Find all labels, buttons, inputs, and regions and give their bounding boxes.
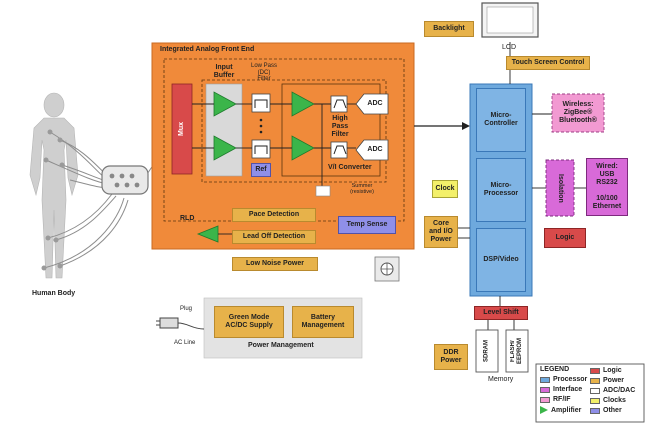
sdram-label: SDRAM xyxy=(483,340,490,362)
legend-item-adcdac: ADC/DAC xyxy=(590,387,635,394)
afe-signal-lines xyxy=(192,103,356,190)
input-buffer-label: Input Buffer xyxy=(213,63,235,79)
ref-block: Ref xyxy=(251,163,271,177)
legend-swatch-interface xyxy=(540,386,550,393)
amplifier-triangle-icon xyxy=(540,406,548,414)
afe-title: Integrated Analog Front End xyxy=(160,46,255,53)
battery-management-block: Battery Management xyxy=(292,306,354,338)
legend-swatch-other xyxy=(590,407,600,414)
human-body-label: Human Body xyxy=(32,290,76,297)
legend-item-clocks: Clocks xyxy=(590,397,626,404)
green-mode-supply-block: Green Mode AC/DC Supply xyxy=(214,306,284,338)
legend-item-rfif: RF/IF xyxy=(540,396,571,403)
signal-chain-boundary xyxy=(201,79,387,183)
lead-connector xyxy=(101,165,149,195)
ddr-power-block: DDR Power xyxy=(434,344,468,370)
temp-sense-block: Temp Sense xyxy=(338,216,396,234)
legend-swatch-clocks xyxy=(590,397,600,404)
lcd-icon xyxy=(481,2,539,38)
legend-item-power: Power xyxy=(590,377,624,384)
plug-label: Plug xyxy=(180,306,193,312)
legend-swatch-rfif xyxy=(540,396,550,403)
mux-label: Mux xyxy=(177,122,185,136)
adc-shape-top xyxy=(355,93,389,115)
legend-item-processor: Processor xyxy=(540,376,587,383)
low-pass-filter-bottom xyxy=(251,139,271,159)
electrodes xyxy=(41,129,65,271)
legend-swatch-logic xyxy=(590,367,600,374)
wireless-label: Wireless: ZigBee® Bluetooth® xyxy=(559,100,597,125)
ac-line-label: AC Line xyxy=(174,340,196,346)
channel-ellipsis xyxy=(259,118,263,134)
backlight-block: Backlight xyxy=(424,21,474,37)
flash-eeprom-label: FLASH/ EEPROM xyxy=(510,338,523,365)
low-pass-label: Low Pass (DC) Filter xyxy=(250,62,277,83)
wired-interface-block: Wired: USB RS232 10/100 Ethernet xyxy=(586,158,628,216)
isolation-block xyxy=(545,159,575,217)
lcd-label: LCD xyxy=(502,44,517,51)
legend-swatch-processor xyxy=(540,376,550,383)
memory-label: Memory xyxy=(488,376,514,383)
touch-screen-control-block: Touch Screen Control xyxy=(506,56,590,70)
dsp-video-block: DSP/Video xyxy=(476,228,526,292)
low-pass-filter-top xyxy=(251,93,271,113)
legend-swatch-power xyxy=(590,377,600,384)
gain-stage-box xyxy=(281,83,381,177)
low-noise-power-block: Low Noise Power xyxy=(232,257,318,271)
summer-label: Summer (resistive) xyxy=(350,182,374,195)
legend-title: LEGEND xyxy=(540,366,570,373)
mux-block xyxy=(171,83,193,175)
legend-item-interface: Interface xyxy=(540,386,582,393)
legend-item-logic: Logic xyxy=(590,367,622,374)
human-body-figure xyxy=(29,92,79,279)
sdram-chip xyxy=(475,329,499,373)
clock-block: Clock xyxy=(432,180,458,198)
vi-converter-label: V/I Converter xyxy=(328,164,372,171)
adc-bottom-label: ADC xyxy=(367,145,383,153)
micro-controller-block: Micro- Controller xyxy=(476,88,526,152)
wireless-block xyxy=(551,93,605,133)
pace-detection-block: Pace Detection xyxy=(232,208,316,222)
afe-to-processor-arrow xyxy=(462,122,470,130)
summer-box xyxy=(315,185,331,197)
legend-item-amplifier: Amplifier xyxy=(540,406,581,414)
logic-block: Logic xyxy=(544,228,586,248)
plug-icon xyxy=(156,317,205,330)
high-pass-label: High Pass Filter xyxy=(331,114,349,139)
core-io-power-block: Core and I/O Power xyxy=(424,216,458,248)
level-shift-block: Level Shift xyxy=(474,306,528,320)
adc-top-label: ADC xyxy=(367,99,383,107)
legend-item-other: Other xyxy=(590,407,622,414)
rld-label: RLD xyxy=(180,215,195,222)
power-management-title: Power Management xyxy=(248,342,314,349)
isolation-label: Isolation xyxy=(557,173,565,203)
adc-shape-bottom xyxy=(355,139,389,161)
temperature-chip-icon xyxy=(374,256,400,282)
legend-swatch-adcdac xyxy=(590,387,600,394)
lead-off-detection-block: Lead Off Detection xyxy=(232,230,316,244)
processor-connections xyxy=(458,42,586,330)
micro-processor-block: Micro- Processor xyxy=(476,158,526,222)
flash-chip xyxy=(505,329,529,373)
